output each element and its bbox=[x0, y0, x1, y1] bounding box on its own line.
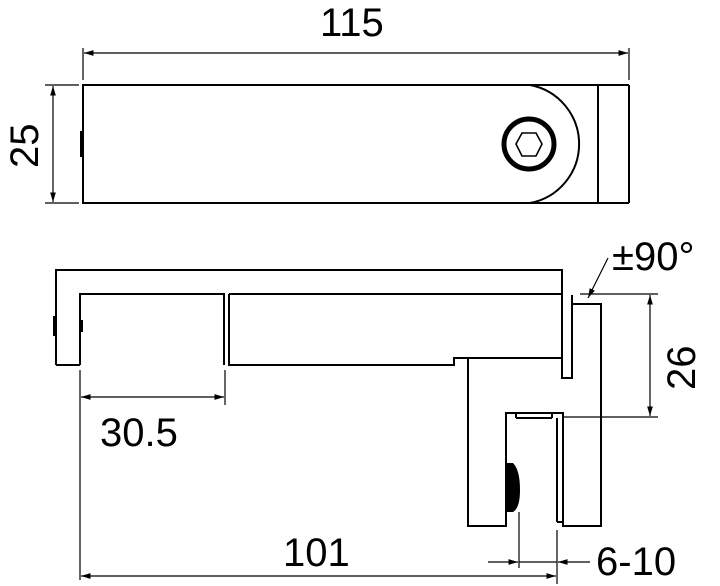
top-view-body-outline bbox=[82, 84, 581, 204]
dim-glass-thickness: 6-10 bbox=[596, 540, 676, 584]
dim-rotation: ±90° bbox=[612, 235, 694, 279]
clamp-block bbox=[467, 303, 602, 527]
top-view-tab bbox=[80, 131, 84, 157]
arm-outer bbox=[55, 269, 573, 379]
clamp-pad bbox=[507, 463, 520, 512]
dim-offset: 30.5 bbox=[100, 411, 178, 455]
dim-clamp-height: 26 bbox=[660, 346, 704, 391]
hex-screw-icon bbox=[501, 116, 557, 172]
top-view: 115 25 bbox=[3, 1, 630, 204]
dim-height: 25 bbox=[3, 124, 47, 169]
dim-overall-length: 115 bbox=[320, 1, 384, 45]
dim-total-length: 101 bbox=[283, 531, 350, 575]
side-view: ±90° 26 30.5 101 6-10 bbox=[53, 235, 704, 584]
arm-inner-left bbox=[79, 293, 225, 365]
